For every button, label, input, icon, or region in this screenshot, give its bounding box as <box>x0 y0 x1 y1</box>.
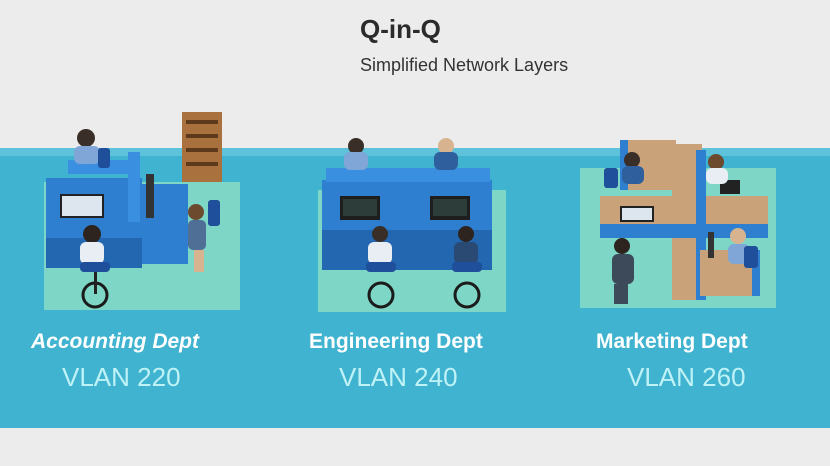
monitor <box>146 174 154 218</box>
monitor <box>708 232 714 258</box>
network-band-edge <box>0 148 830 156</box>
vlan-label-engineering: VLAN 240 <box>339 362 458 392</box>
department-name-engineering: Engineering Dept <box>309 330 483 353</box>
vlan-label-accounting: VLAN 220 <box>62 362 181 392</box>
department-name-accounting: Accounting Dept <box>31 330 199 353</box>
monitor <box>720 180 740 194</box>
page-subtitle: Simplified Network Layers <box>360 55 569 75</box>
partition <box>326 168 490 182</box>
page-title: Q-in-Q <box>360 14 441 44</box>
department-name-marketing: Marketing Dept <box>596 330 748 353</box>
vlan-label-marketing: VLAN 260 <box>627 362 746 392</box>
partition <box>128 152 140 222</box>
